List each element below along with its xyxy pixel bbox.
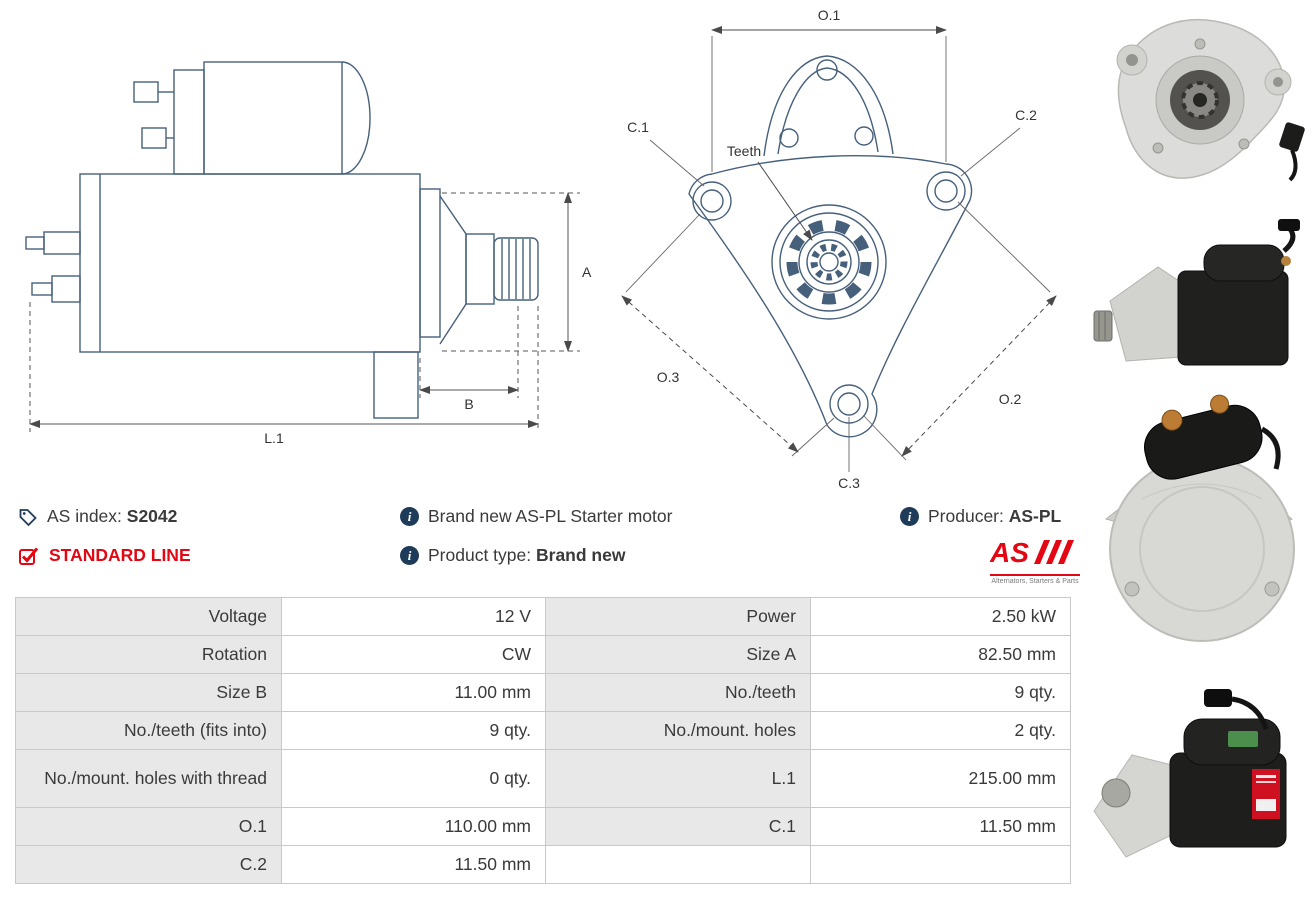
spec-value: 11.00 mm bbox=[281, 673, 546, 712]
spec-label: O.1 bbox=[15, 807, 282, 846]
table-row: Rotation CW Size A 82.50 mm bbox=[15, 635, 1071, 674]
producer-row: i Producer: AS-PL bbox=[900, 506, 1061, 527]
as-index-label: AS index: bbox=[47, 506, 122, 526]
leader-lines bbox=[625, 36, 1051, 472]
producer-label: Producer: bbox=[928, 506, 1004, 526]
side-view-drawing: A B L.1 bbox=[25, 61, 592, 446]
product-photo-rear bbox=[1104, 394, 1295, 642]
spec-table: Voltage 12 V Power 2.50 kW Rotation CW S… bbox=[15, 597, 1071, 884]
front-view-drawing: O.1 C.1 C.2 Teeth O.3 O.2 C.3 bbox=[621, 7, 1057, 491]
starter-front-outline bbox=[688, 55, 973, 438]
spec-value: 9 qty. bbox=[810, 673, 1071, 712]
spec-value: 110.00 mm bbox=[281, 807, 546, 846]
spec-label: Voltage bbox=[15, 597, 282, 636]
spec-value: 2 qty. bbox=[810, 711, 1071, 750]
spec-label: L.1 bbox=[545, 749, 811, 808]
spec-value: 0 qty. bbox=[281, 749, 546, 808]
info-icon: i bbox=[400, 546, 419, 565]
tag-icon bbox=[19, 508, 37, 526]
table-row: No./mount. holes with thread 0 qty. L.1 … bbox=[15, 749, 1071, 808]
table-row: Size B 11.00 mm No./teeth 9 qty. bbox=[15, 673, 1071, 712]
product-photo-front bbox=[1116, 18, 1305, 182]
as-index-row: AS index: S2042 bbox=[18, 506, 177, 527]
dim-label-l1: L.1 bbox=[264, 430, 284, 446]
brand-new-row: i Brand new AS-PL Starter motor bbox=[400, 506, 672, 527]
as-index-value: S2042 bbox=[126, 506, 178, 526]
spec-label: No./mount. holes bbox=[545, 711, 811, 750]
product-photo-angled bbox=[1093, 689, 1287, 858]
spec-value-empty bbox=[810, 845, 1071, 884]
table-row: No./teeth (fits into) 9 qty. No./mount. … bbox=[15, 711, 1071, 750]
dim-label-c2: C.2 bbox=[1015, 107, 1037, 123]
dimension-lines bbox=[29, 192, 580, 432]
logo-text: AS bbox=[990, 537, 1029, 568]
as-pl-logo-mark: AS bbox=[989, 537, 1074, 568]
spec-label: C.1 bbox=[545, 807, 811, 846]
standard-line-row: STANDARD LINE bbox=[18, 545, 191, 566]
product-photo-side bbox=[1093, 219, 1300, 366]
spec-label: No./mount. holes with thread bbox=[15, 749, 282, 808]
dimension-lines bbox=[621, 26, 1057, 457]
product-type-row: i Product type: Brand new bbox=[400, 545, 625, 566]
spec-value: 215.00 mm bbox=[810, 749, 1071, 808]
dim-label-c1: C.1 bbox=[627, 119, 649, 135]
standard-line-label: STANDARD LINE bbox=[49, 545, 191, 565]
dim-label-a: A bbox=[582, 264, 592, 280]
spec-label-empty bbox=[545, 845, 811, 884]
dim-label-c3: C.3 bbox=[838, 475, 860, 491]
spec-value: 11.50 mm bbox=[810, 807, 1071, 846]
teeth-label: Teeth bbox=[727, 143, 761, 159]
spec-label: Power bbox=[545, 597, 811, 636]
logo-subtext: Alternators, Starters & Parts bbox=[990, 574, 1080, 585]
table-row: C.2 11.50 mm bbox=[15, 845, 1071, 884]
table-row: O.1 110.00 mm C.1 11.50 mm bbox=[15, 807, 1071, 846]
spec-value: 2.50 kW bbox=[810, 597, 1071, 636]
brand-new-text: Brand new AS-PL Starter motor bbox=[428, 506, 673, 526]
dim-label-b: B bbox=[464, 396, 473, 412]
producer-value: AS-PL bbox=[1008, 506, 1062, 526]
spec-value: 82.50 mm bbox=[810, 635, 1071, 674]
starter-side-outline bbox=[25, 61, 539, 419]
product-type-value: Brand new bbox=[536, 545, 626, 565]
spec-label: Size B bbox=[15, 673, 282, 712]
dim-label-o1: O.1 bbox=[818, 7, 841, 23]
dim-label-o3: O.3 bbox=[657, 369, 680, 385]
spec-value: CW bbox=[281, 635, 546, 674]
spec-label: C.2 bbox=[15, 845, 282, 884]
as-pl-logo: AS Alternators, Starters & Parts bbox=[989, 536, 1080, 585]
spec-value: 9 qty. bbox=[281, 711, 546, 750]
table-row: Voltage 12 V Power 2.50 kW bbox=[15, 597, 1071, 636]
dim-label-o2: O.2 bbox=[999, 391, 1022, 407]
checkbox-checked-icon bbox=[19, 547, 39, 565]
spec-value: 12 V bbox=[281, 597, 546, 636]
product-photos bbox=[1086, 6, 1312, 896]
product-type-label: Product type: bbox=[428, 545, 532, 565]
info-icon: i bbox=[400, 507, 419, 526]
spec-label: No./teeth bbox=[545, 673, 811, 712]
spec-label: No./teeth (fits into) bbox=[15, 711, 282, 750]
spec-label: Size A bbox=[545, 635, 811, 674]
spec-value: 11.50 mm bbox=[281, 845, 546, 884]
spec-label: Rotation bbox=[15, 635, 282, 674]
info-icon: i bbox=[900, 507, 919, 526]
